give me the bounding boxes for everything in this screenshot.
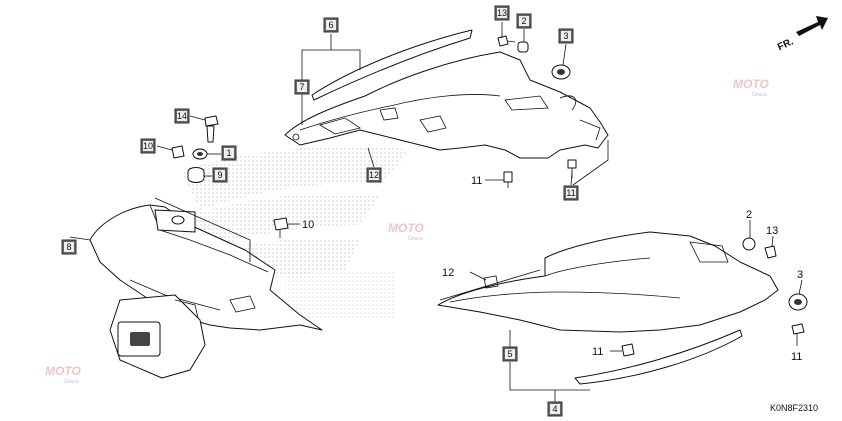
callout-3-bottom: 3 bbox=[797, 269, 803, 281]
svg-text:Ghaza: Ghaza bbox=[408, 236, 423, 242]
svg-text:9: 9 bbox=[217, 170, 222, 180]
svg-text:11: 11 bbox=[566, 188, 575, 198]
svg-text:Ghaza: Ghaza bbox=[64, 379, 79, 385]
upper-seat-cowl bbox=[284, 51, 609, 159]
diagram-code: K0N8F2310 bbox=[770, 403, 818, 413]
callout-2-top: 2 bbox=[516, 13, 532, 29]
lower-garnish-strip bbox=[574, 329, 743, 385]
svg-text:7: 7 bbox=[299, 82, 304, 92]
callout-11-top: 11 bbox=[471, 175, 482, 187]
callout-5: 5 bbox=[502, 346, 518, 362]
arrow-icon bbox=[796, 16, 828, 36]
rear-fender-assembly bbox=[89, 204, 323, 379]
watermark-middle: MOTO Ghaza bbox=[388, 221, 424, 242]
callout-2-bottom: 2 bbox=[746, 209, 752, 221]
callout-4: 4 bbox=[547, 401, 563, 417]
callout-11-lower: 11 bbox=[592, 346, 603, 358]
right-fasteners bbox=[621, 237, 808, 357]
callout-7: 7 bbox=[294, 79, 310, 95]
callout-6: 6 bbox=[323, 17, 339, 33]
svg-text:6: 6 bbox=[328, 20, 333, 30]
svg-text:8: 8 bbox=[66, 242, 71, 252]
svg-text:10: 10 bbox=[143, 141, 153, 151]
svg-text:14: 14 bbox=[177, 111, 187, 121]
left-fasteners bbox=[171, 115, 289, 238]
svg-text:MOTO: MOTO bbox=[733, 77, 769, 91]
watermark-top-right: MOTO Ghaza bbox=[733, 77, 769, 98]
svg-text:MOTO: MOTO bbox=[388, 221, 424, 235]
callout-10-right: 10 bbox=[302, 219, 314, 231]
svg-text:3: 3 bbox=[563, 31, 568, 41]
svg-text:FR.: FR. bbox=[776, 36, 795, 53]
leader-lines bbox=[69, 22, 803, 402]
svg-text:MOTO: MOTO bbox=[45, 364, 81, 378]
callout-12-top: 12 bbox=[366, 167, 382, 183]
callout-8: 8 bbox=[61, 239, 77, 255]
svg-text:2: 2 bbox=[521, 16, 526, 26]
side-cover-right bbox=[437, 231, 779, 333]
callout-9: 9 bbox=[212, 167, 228, 183]
front-direction-indicator: FR. bbox=[776, 16, 828, 53]
callout-12-bottom: 12 bbox=[442, 267, 454, 279]
callout-11-boxed: 11 bbox=[563, 185, 579, 201]
watermark-bottom-left: MOTO Ghaza bbox=[45, 364, 81, 385]
upper-garnish-strip bbox=[311, 29, 473, 101]
svg-text:13: 13 bbox=[497, 8, 507, 18]
svg-text:5: 5 bbox=[507, 349, 512, 359]
callout-11-right: 11 bbox=[791, 351, 802, 363]
svg-text:Ghaza: Ghaza bbox=[752, 92, 767, 98]
svg-text:4: 4 bbox=[552, 404, 557, 414]
svg-text:12: 12 bbox=[369, 170, 379, 180]
callout-13-top: 13 bbox=[494, 5, 510, 21]
svg-text:1: 1 bbox=[226, 148, 231, 158]
callout-1: 1 bbox=[221, 145, 237, 161]
callout-13-bottom: 13 bbox=[766, 225, 778, 237]
callout-14: 14 bbox=[174, 108, 190, 124]
top-fasteners bbox=[497, 35, 571, 80]
callout-3-top: 3 bbox=[558, 28, 574, 44]
callout-10-left: 10 bbox=[140, 138, 156, 154]
clip-top-middle bbox=[503, 159, 577, 188]
